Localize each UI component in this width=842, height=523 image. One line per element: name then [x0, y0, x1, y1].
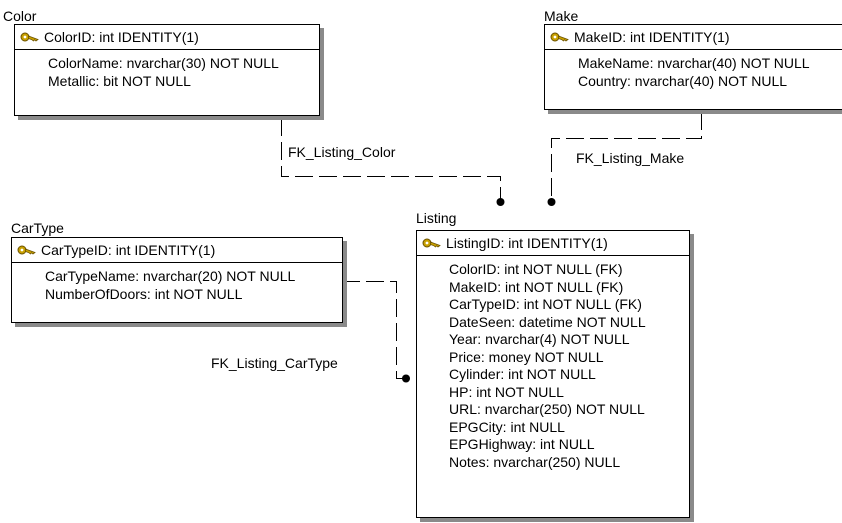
field-list: ColorName: nvarchar(30) NOT NULL Metalli… — [15, 50, 319, 90]
primary-key-row[interactable]: ListingID: int IDENTITY(1) — [417, 231, 689, 256]
entity-title: Make — [544, 8, 579, 24]
field: CarTypeID: int NOT NULL (FK) — [449, 296, 642, 312]
entity-title: Color — [3, 8, 37, 24]
field: Country: nvarchar(40) NOT NULL — [578, 72, 788, 89]
field: MakeName: nvarchar(40) NOT NULL — [578, 55, 810, 71]
field: Metallic: bit NOT NULL — [48, 72, 191, 89]
field-list: ColorID: int NOT NULL (FK) MakeID: int N… — [417, 256, 689, 471]
entity-color[interactable]: Color ColorID: int IDENTITY(1) ColorName… — [3, 8, 324, 118]
fk-listing-make-label: FK_Listing_Make — [576, 150, 685, 166]
field: DateSeen: datetime NOT NULL — [449, 313, 646, 330]
fk-listing-make-line — [551, 112, 702, 200]
field: EPGHighway: int NULL — [449, 436, 595, 452]
field: NumberOfDoors: int NOT NULL — [45, 285, 243, 302]
primary-key-field: CarTypeID: int IDENTITY(1) — [41, 242, 216, 258]
entity-title: Listing — [416, 210, 457, 226]
fk-listing-cartype-endpoint — [402, 374, 410, 383]
fk-listing-color-line — [281, 118, 501, 200]
entity-make[interactable]: Make MakeID: int IDENTITY(1) MakeName: n… — [544, 8, 842, 118]
field-list: CarTypeName: nvarchar(20) NOT NULL Numbe… — [12, 263, 342, 303]
key-icon — [422, 238, 441, 248]
field: Notes: nvarchar(250) NULL — [449, 453, 621, 470]
field: Cylinder: int NOT NULL — [449, 366, 596, 382]
field: Price: money NOT NULL — [449, 348, 604, 365]
key-icon — [17, 245, 36, 255]
entity-title: CarType — [11, 220, 64, 236]
fk-listing-cartype-label: FK_Listing_CarType — [211, 355, 338, 371]
primary-key-field: MakeID: int IDENTITY(1) — [574, 29, 730, 45]
field: HP: int NOT NULL — [449, 383, 564, 400]
entity-box[interactable]: CarTypeID: int IDENTITY(1) CarTypeName: … — [11, 237, 343, 323]
entity-listing[interactable]: Listing ListingID: int IDENTITY(1) Color… — [416, 210, 692, 522]
field: Year: nvarchar(4) NOT NULL — [449, 331, 630, 347]
entity-box[interactable]: MakeID: int IDENTITY(1) MakeName: nvarch… — [544, 24, 842, 110]
entity-box[interactable]: ListingID: int IDENTITY(1) ColorID: int … — [416, 230, 690, 518]
key-icon — [550, 32, 569, 42]
fk-listing-make-endpoint — [547, 198, 556, 206]
field: MakeID: int NOT NULL (FK) — [449, 278, 624, 295]
field: ColorID: int NOT NULL (FK) — [449, 261, 623, 277]
primary-key-field: ListingID: int IDENTITY(1) — [446, 235, 608, 251]
primary-key-row[interactable]: MakeID: int IDENTITY(1) — [545, 25, 842, 50]
primary-key-row[interactable]: CarTypeID: int IDENTITY(1) — [12, 238, 342, 263]
field: CarTypeName: nvarchar(20) NOT NULL — [45, 268, 296, 284]
primary-key-row[interactable]: ColorID: int IDENTITY(1) — [15, 25, 319, 50]
entity-cartype[interactable]: CarType CarTypeID: int IDENTITY(1) CarTy… — [11, 220, 345, 325]
fk-listing-color-label: FK_Listing_Color — [288, 144, 396, 160]
entity-box[interactable]: ColorID: int IDENTITY(1) ColorName: nvar… — [14, 24, 320, 116]
fk-listing-color-endpoint — [496, 198, 505, 206]
field-list: MakeName: nvarchar(40) NOT NULL Country:… — [545, 50, 842, 90]
key-icon — [20, 32, 39, 42]
fk-listing-cartype-line — [342, 281, 404, 379]
primary-key-field: ColorID: int IDENTITY(1) — [44, 29, 199, 45]
field: EPGCity: int NULL — [449, 418, 565, 435]
field: URL: nvarchar(250) NOT NULL — [449, 401, 645, 417]
field: ColorName: nvarchar(30) NOT NULL — [48, 55, 279, 71]
